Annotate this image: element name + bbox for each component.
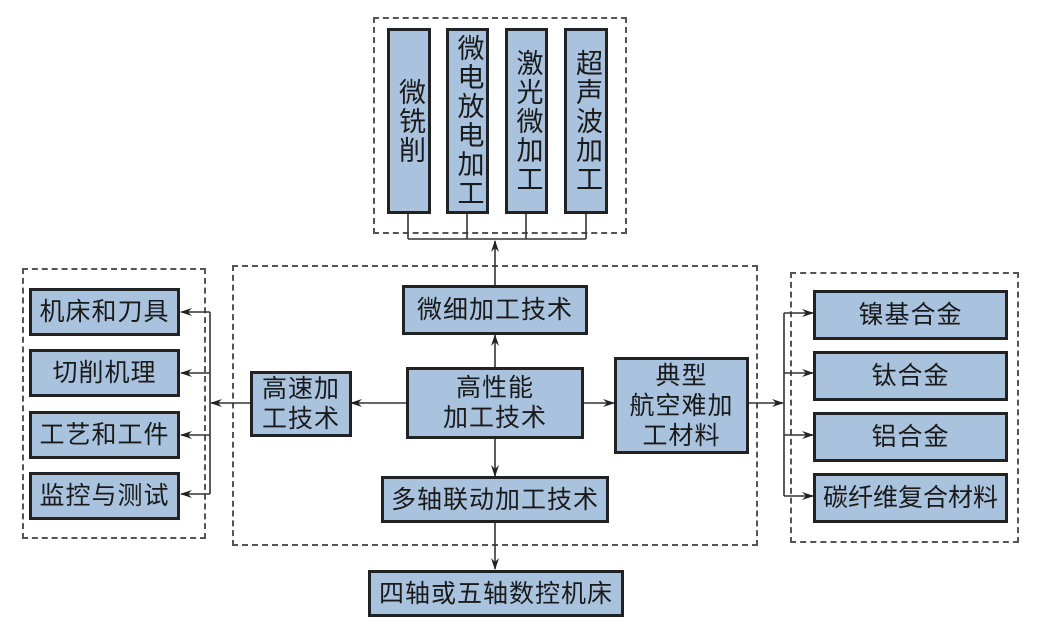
node-monitoring-testing: 监控与测试: [29, 472, 180, 520]
node-nickel-alloy: 镍基合金: [813, 290, 1008, 340]
node-cnc-machine: 四轴或五轴数控机床: [368, 570, 624, 617]
node-aluminum-alloy: 铝合金: [813, 412, 1008, 462]
node-high-speed-machining: 高速加 工技术: [250, 371, 352, 437]
node-high-performance-machining: 高性能 加工技术: [406, 367, 584, 439]
node-micro-edm: 微电放电加工: [446, 28, 489, 214]
node-carbon-fiber-composite: 碳纤维复合材料: [813, 473, 1008, 523]
node-multi-axis-machining: 多轴联动加工技术: [381, 476, 609, 523]
node-titanium-alloy: 钛合金: [813, 351, 1008, 401]
node-micro-fabrication: 微细加工技术: [402, 285, 588, 335]
node-laser-micromachining: 激光微加工: [505, 28, 548, 214]
high-speed-aspects-group: [22, 268, 206, 539]
node-ultrasonic-machining: 超声波加工: [564, 28, 608, 214]
node-machine-tools: 机床和刀具: [29, 288, 180, 336]
node-aerospace-materials: 典型 航空难加 工材料: [614, 357, 749, 454]
micro-methods-group: [373, 17, 627, 234]
materials-group: [790, 272, 1019, 543]
node-micro-milling: 微铣削: [387, 28, 431, 214]
node-cutting-mechanism: 切削机理: [29, 349, 180, 397]
node-process-workpiece: 工艺和工件: [29, 411, 180, 459]
